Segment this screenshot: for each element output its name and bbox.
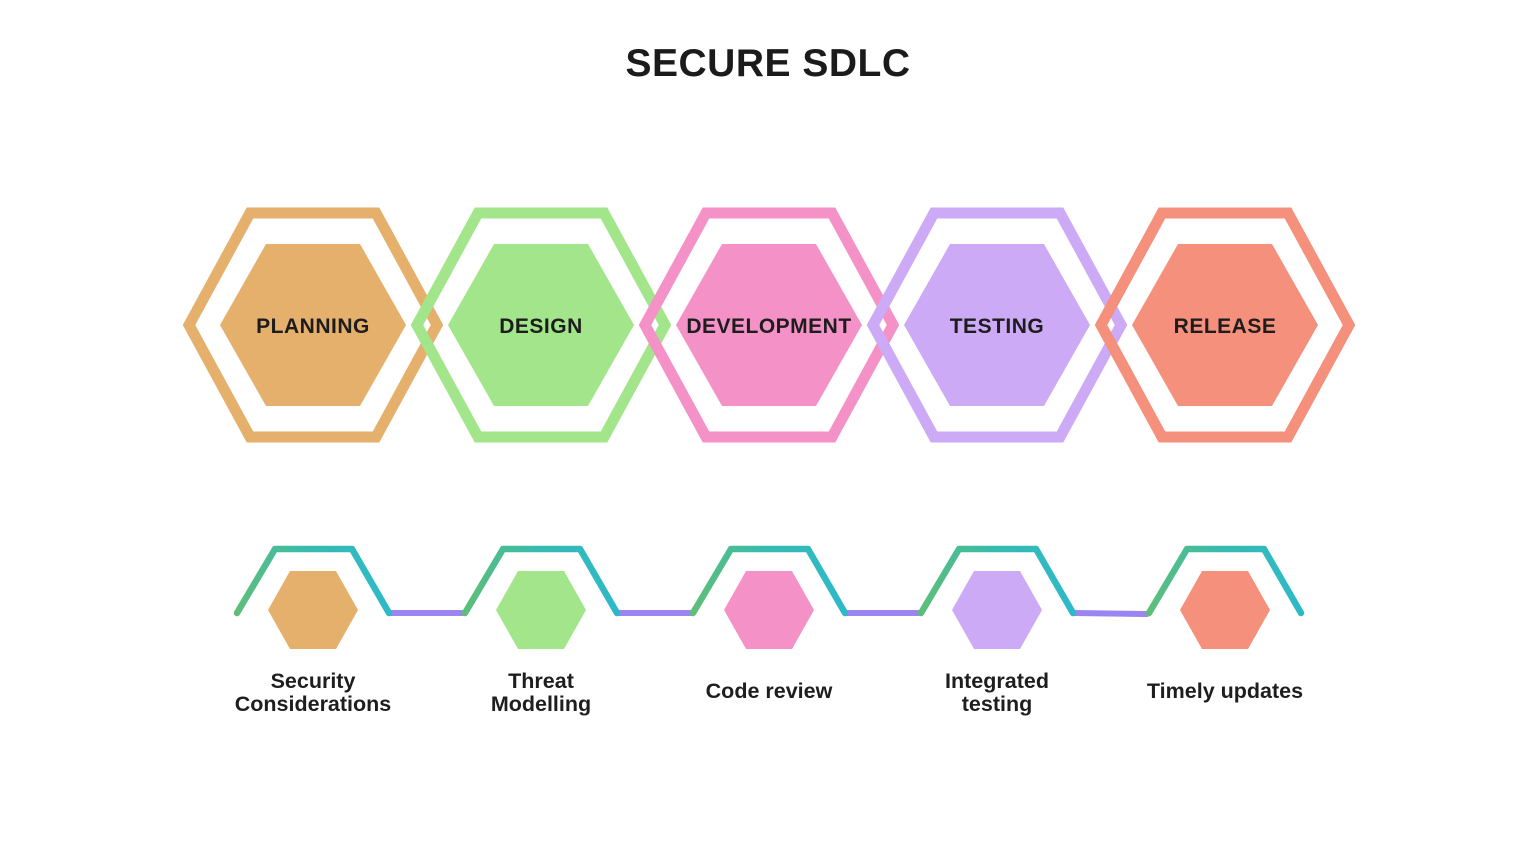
milestone-label-line: Considerations bbox=[234, 692, 392, 716]
diagram-title: SECURE SDLC bbox=[625, 42, 911, 85]
milestone-hexagon bbox=[496, 571, 586, 649]
milestone-hexagon bbox=[952, 571, 1042, 649]
milestone-label-threat-modelling: Threat Modelling bbox=[391, 670, 691, 716]
milestone-label-security-considerations: Security Considerations bbox=[163, 670, 463, 716]
milestone-hexagon bbox=[724, 571, 814, 649]
milestone-label-line: testing bbox=[961, 692, 1033, 716]
milestone-label-integrated-testing: Integrated testing bbox=[847, 670, 1147, 716]
phase-fill-hexagon bbox=[676, 244, 862, 406]
phase-label: RELEASE bbox=[1174, 315, 1277, 338]
timeline-bump bbox=[233, 545, 393, 617]
timeline-bumps bbox=[233, 545, 1305, 617]
phase-outline-hexagon bbox=[1094, 207, 1356, 443]
phase-hexagon-development: DEVELOPMENT bbox=[638, 207, 900, 443]
phase-label: DESIGN bbox=[499, 315, 583, 338]
phase-outline-hexagon bbox=[182, 207, 444, 443]
milestone-label-line: Code review bbox=[705, 679, 833, 703]
milestone-label-code-review: Code review bbox=[619, 680, 919, 703]
phase-fill-hexagon bbox=[448, 244, 634, 406]
phase-outline-hexagon bbox=[410, 207, 672, 443]
phase-outline-hexagon bbox=[638, 207, 900, 443]
phase-label: DEVELOPMENT bbox=[686, 315, 851, 338]
phase-fill-hexagon bbox=[220, 244, 406, 406]
phase-label: TESTING bbox=[950, 315, 1045, 338]
milestone-label-line: Integrated bbox=[945, 669, 1049, 693]
phase-fill-hexagon bbox=[904, 244, 1090, 406]
milestone-label-line: Timely updates bbox=[1146, 679, 1304, 703]
phase-outline-hexagon bbox=[866, 207, 1128, 443]
milestone-hexagon bbox=[268, 571, 358, 649]
timeline-bump bbox=[1145, 545, 1305, 617]
phase-hexagon-release: RELEASE bbox=[1094, 207, 1356, 443]
phase-hexagon-design: DESIGN bbox=[410, 207, 672, 443]
milestone-label-line: Security bbox=[270, 669, 356, 693]
connector-line bbox=[1072, 610, 1150, 617]
phase-hexagon-testing: TESTING bbox=[866, 207, 1128, 443]
timeline-bump bbox=[689, 545, 849, 617]
timeline-connectors bbox=[388, 610, 1150, 617]
timeline-bump bbox=[917, 545, 1077, 617]
timeline-bump bbox=[461, 545, 621, 617]
milestone-label-line: Threat bbox=[508, 669, 574, 693]
phase-label: PLANNING bbox=[256, 315, 370, 338]
phase-hexagon-planning: PLANNING bbox=[182, 207, 444, 443]
milestone-label-line: Modelling bbox=[490, 692, 592, 716]
phase-fill-hexagon bbox=[1132, 244, 1318, 406]
milestone-hexagon bbox=[1180, 571, 1270, 649]
milestone-label-timely-updates: Timely updates bbox=[1075, 680, 1375, 703]
